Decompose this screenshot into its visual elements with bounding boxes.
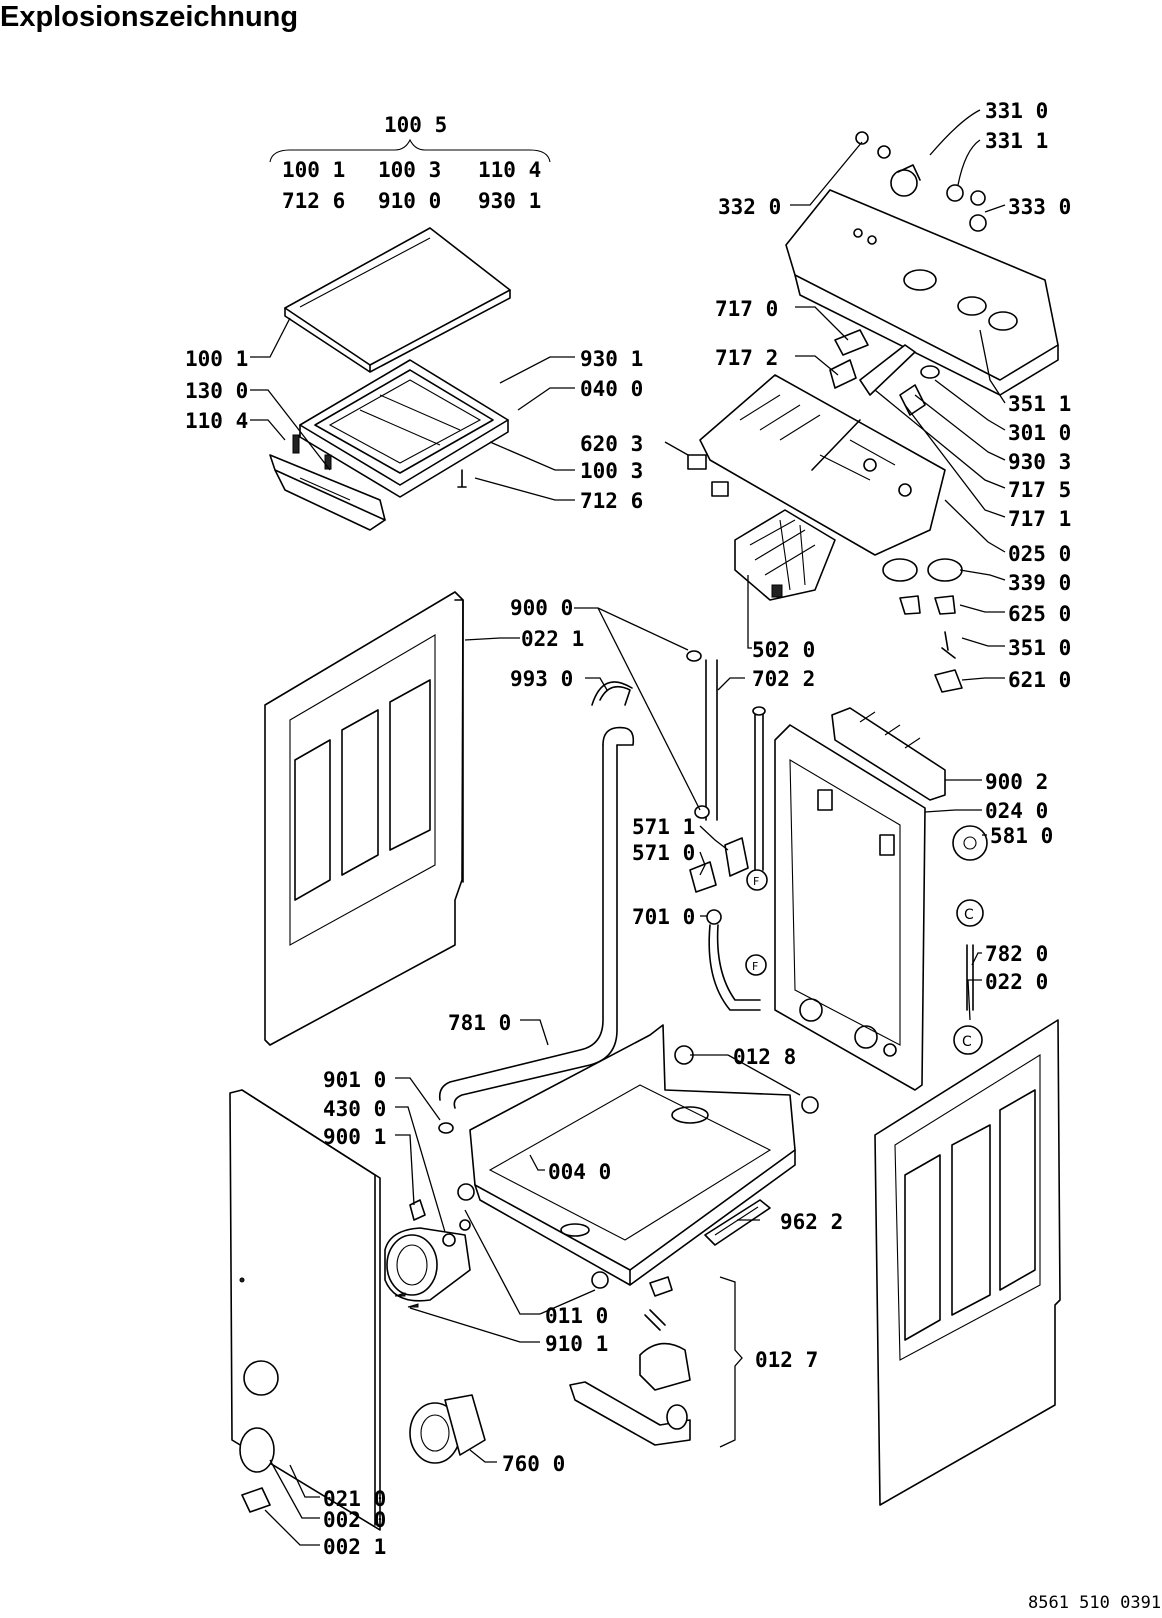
label-351-1: 351 1 — [1008, 392, 1071, 416]
label-110-4: 110 4 — [185, 409, 248, 433]
label-331-1: 331 1 — [985, 129, 1048, 153]
pulley-part: C C — [952, 825, 988, 1055]
label-012-7: 012 7 — [755, 1348, 818, 1372]
group-brace — [269, 138, 551, 163]
callout-labels: 331 0 331 1 332 0 333 0 717 0 717 2 351 … — [185, 99, 1071, 1559]
label-717-1: 717 1 — [1008, 507, 1071, 531]
foot-bar-part — [704, 1199, 771, 1246]
label-002-1: 002 1 — [323, 1535, 386, 1559]
assembly-group-100-5: 100 5 100 1 100 3 110 4 712 6 910 0 930 … — [269, 113, 551, 213]
label-581-0: 581 0 — [990, 824, 1053, 848]
label-row2-0: 712 6 — [282, 189, 345, 213]
label-333-0: 333 0 — [1008, 195, 1071, 219]
hoses-part — [438, 650, 718, 1109]
label-993-0: 993 0 — [510, 667, 573, 691]
label-621-0: 621 0 — [1008, 668, 1071, 692]
label-002-0: 002 0 — [323, 1508, 386, 1532]
label-701-0: 701 0 — [632, 905, 695, 929]
svg-text:C: C — [962, 1034, 972, 1050]
svg-text:C: C — [964, 907, 974, 923]
connector-hose-part: F F — [706, 706, 768, 1011]
label-962-2: 962 2 — [780, 1210, 843, 1234]
label-717-5: 717 5 — [1008, 478, 1071, 502]
label-301-0: 301 0 — [1008, 421, 1071, 445]
rear-frame-part — [774, 707, 946, 1091]
svg-text:F: F — [753, 875, 759, 888]
label-712-6: 712 6 — [580, 489, 643, 513]
svg-text:F: F — [752, 960, 758, 973]
top-lid-part — [284, 227, 511, 373]
label-930-3: 930 3 — [1008, 450, 1071, 474]
label-502-0: 502 0 — [752, 638, 815, 662]
label-025-0: 025 0 — [1008, 542, 1071, 566]
control-tray-part — [687, 374, 946, 556]
leader-lines — [250, 109, 1006, 1546]
label-024-0: 024 0 — [985, 799, 1048, 823]
label-row1-1: 100 3 — [378, 158, 441, 182]
label-900-1: 900 1 — [323, 1125, 386, 1149]
label-620-3: 620 3 — [580, 432, 643, 456]
electronic-module-part — [734, 509, 836, 601]
label-625-0: 625 0 — [1008, 602, 1071, 626]
document-number: 8561 510 03916 — [1028, 1593, 1162, 1613]
label-331-0: 331 0 — [985, 99, 1048, 123]
label-760-0: 760 0 — [502, 1452, 565, 1476]
label-004-0: 004 0 — [548, 1160, 611, 1184]
label-row2-2: 930 1 — [478, 189, 541, 213]
label-100-5: 100 5 — [384, 113, 447, 137]
drain-pump-part — [384, 1122, 471, 1308]
label-100-3: 100 3 — [580, 459, 643, 483]
switch-parts — [829, 329, 940, 416]
label-100-1: 100 1 — [185, 347, 248, 371]
right-side-panel-part — [874, 1019, 1061, 1506]
top-frame-part — [269, 359, 509, 531]
label-781-0: 781 0 — [448, 1011, 511, 1035]
label-900-2: 900 2 — [985, 770, 1048, 794]
door-lock-parts — [569, 1276, 691, 1446]
label-row1-0: 100 1 — [282, 158, 345, 182]
label-782-0: 782 0 — [985, 942, 1048, 966]
left-side-panel-part — [264, 591, 464, 1046]
label-row2-1: 910 0 — [378, 189, 441, 213]
label-021-0: 021 0 — [323, 1487, 386, 1511]
base-frame-part — [457, 1024, 819, 1289]
small-fittings-part — [882, 558, 963, 693]
label-910-1: 910 1 — [545, 1332, 608, 1356]
label-571-1: 571 1 — [632, 815, 695, 839]
label-012-8: 012 8 — [733, 1045, 796, 1069]
pressure-switch-part — [689, 837, 749, 893]
label-717-2: 717 2 — [715, 346, 778, 370]
label-011-0: 011 0 — [545, 1304, 608, 1328]
label-717-0: 717 0 — [715, 297, 778, 321]
label-930-1: 930 1 — [580, 347, 643, 371]
label-022-0: 022 0 — [985, 970, 1048, 994]
label-332-0: 332 0 — [718, 195, 781, 219]
page-title: Explosionszeichnung — [0, 1, 299, 33]
label-430-0: 430 0 — [323, 1097, 386, 1121]
label-900-0: 900 0 — [510, 596, 573, 620]
label-351-0: 351 0 — [1008, 636, 1071, 660]
label-022-1: 022 1 — [521, 627, 584, 651]
label-571-0: 571 0 — [632, 841, 695, 865]
control-panel-part — [785, 131, 1059, 396]
drain-filter-part — [409, 1394, 486, 1464]
label-702-2: 702 2 — [752, 667, 815, 691]
label-901-0: 901 0 — [323, 1068, 386, 1092]
label-040-0: 040 0 — [580, 377, 643, 401]
label-130-0: 130 0 — [185, 379, 248, 403]
front-panel-part — [229, 1089, 381, 1531]
label-row1-2: 110 4 — [478, 158, 541, 182]
label-339-0: 339 0 — [1008, 571, 1071, 595]
